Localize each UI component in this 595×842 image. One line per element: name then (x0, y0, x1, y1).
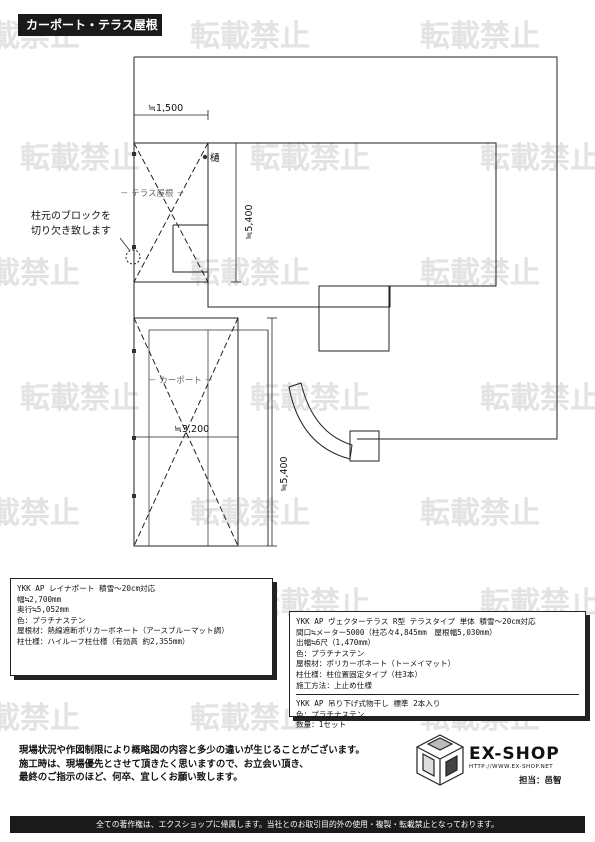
watermark-text: 転載禁止 (420, 496, 540, 531)
dim-carport-depth: ≒5,400 (279, 456, 290, 491)
spec-line: 奥行≒5,052mm (17, 605, 69, 615)
watermark-text: 転載禁止 (20, 141, 140, 176)
spec-line: 屋根材：ポリカーボネート（トーメイマット） (296, 659, 456, 669)
brand-name: EX-SHOP (469, 744, 560, 764)
watermark-text: 転載禁止 (250, 381, 370, 416)
carport-diagonal-2 (133, 317, 239, 547)
post-icon (132, 245, 136, 249)
watermark-text: 転載禁止 (480, 141, 595, 176)
page-title: カーポート・テラス屋根 (18, 14, 162, 36)
terrace-area (133, 142, 209, 283)
watermark-text: 転載禁止 (250, 141, 370, 176)
spec-line: 数量：1セット (296, 720, 347, 730)
watermark-text: 転載禁止 (420, 19, 540, 54)
terrace-label: － テラス屋根 － (120, 188, 185, 199)
spec-line: 色：プラチナステン (296, 648, 365, 658)
spec-line: 色：プラチナステン (17, 615, 86, 625)
spec-line: YKK AP 吊り下げ式物干し 標準 2本入り (296, 699, 441, 709)
spec-line: 施工方法：上止め仕様 (296, 680, 372, 690)
dim-carport-width: ≒3,200 (174, 424, 209, 435)
callout-text-1: 柱元のブロックを (31, 209, 111, 222)
terrace-spec-box: YKK AP ヴェクターテラス R型 テラスタイプ 単体 積雪～20cm対応 間… (289, 611, 586, 729)
note-line: 施工時は、現場優先とさせて頂きたく思いますので、お立会い頂き、 (19, 758, 309, 770)
note-line: 現場状況や作図制限により概略図の内容と多少の違いが生じることがございます。 (19, 745, 365, 756)
ex-shop-logo-icon (416, 734, 464, 786)
post-icon (132, 494, 136, 498)
parking-space (148, 329, 269, 547)
watermark-text: 転載禁止 (0, 496, 80, 531)
watermark-text: 転載禁止 (0, 701, 80, 736)
stair-landing (349, 430, 380, 462)
step-block (172, 224, 208, 273)
watermark-text: 転載禁止 (480, 381, 595, 416)
watermark-text: 転載禁止 (0, 256, 80, 291)
post-icon (132, 436, 136, 440)
house-outline (207, 142, 497, 308)
copyright-footer: 全ての著作権は、エクスショップに帰属します。当社とのお取引目的外の使用・複製・転… (10, 816, 585, 833)
spec-line: 屋根材：熱線遮断ポリカーボネート（アースブルーマット調） (17, 626, 229, 636)
watermark-text: 転載禁止 (420, 256, 540, 291)
watermark-text: 転載禁止 (190, 496, 310, 531)
gutter-drain-icon (202, 154, 208, 160)
spec-line: YKK AP レイナポート 積雪～20cm対応 (17, 584, 156, 593)
post-icon (132, 152, 136, 156)
terrace-diagonal-2 (133, 142, 209, 283)
post-icon (132, 349, 136, 353)
terrace-diagonal-1 (133, 142, 209, 283)
watermark-text: 転載禁止 (20, 381, 140, 416)
spec-line: 色：プラチナステン (296, 709, 365, 719)
dim-terrace-depth: ≒1,500 (148, 103, 183, 114)
carport-label: － カーポート － (148, 376, 213, 386)
carport-spec-box: YKK AP レイナポート 積雪～20cm対応 幅≒2,700mm 奥行≒5,0… (10, 578, 273, 676)
spec-line: 柱仕様：ハイルーフ柱仕様（有効高 約2,355mm） (17, 636, 190, 646)
dim-terrace-width: ≒5,400 (244, 204, 255, 239)
watermark-text: 転載禁止 (190, 256, 310, 291)
spec-line: 間口≒メーター5000（柱芯々4,845mm 屋根幅5,030mm） (296, 627, 497, 637)
spec-line: 幅≒2,700mm (17, 594, 62, 604)
house-annex (318, 285, 390, 352)
spec-line: 柱仕様：柱位置固定タイプ（柱3本） (296, 669, 423, 679)
person-in-charge: 担当：邑智 (519, 776, 562, 786)
notes-block: 現場状況や作図制限により概略図の内容と多少の違いが生じることがございます。 施工… (19, 744, 365, 785)
carport-diagonal-1 (133, 317, 239, 547)
site-boundary (133, 56, 558, 470)
callout-text-2: 切り欠き致します (31, 224, 111, 237)
divider (296, 694, 579, 696)
callout-circle (125, 249, 141, 265)
brand-url: HTTP://WWW.EX-SHOP.NET (469, 764, 554, 770)
note-line: 最終のご指示のほど、何卒、宜しくお願い致します。 (19, 772, 243, 783)
watermark-text: 転載禁止 (190, 19, 310, 54)
spec-line: 出幅≒6尺（1,470mm） (296, 638, 376, 648)
gutter-label: 樋 (210, 152, 220, 164)
curved-stair (288, 382, 353, 460)
spec-line: YKK AP ヴェクターテラス R型 テラスタイプ 単体 積雪～20cm対応 (296, 617, 536, 626)
